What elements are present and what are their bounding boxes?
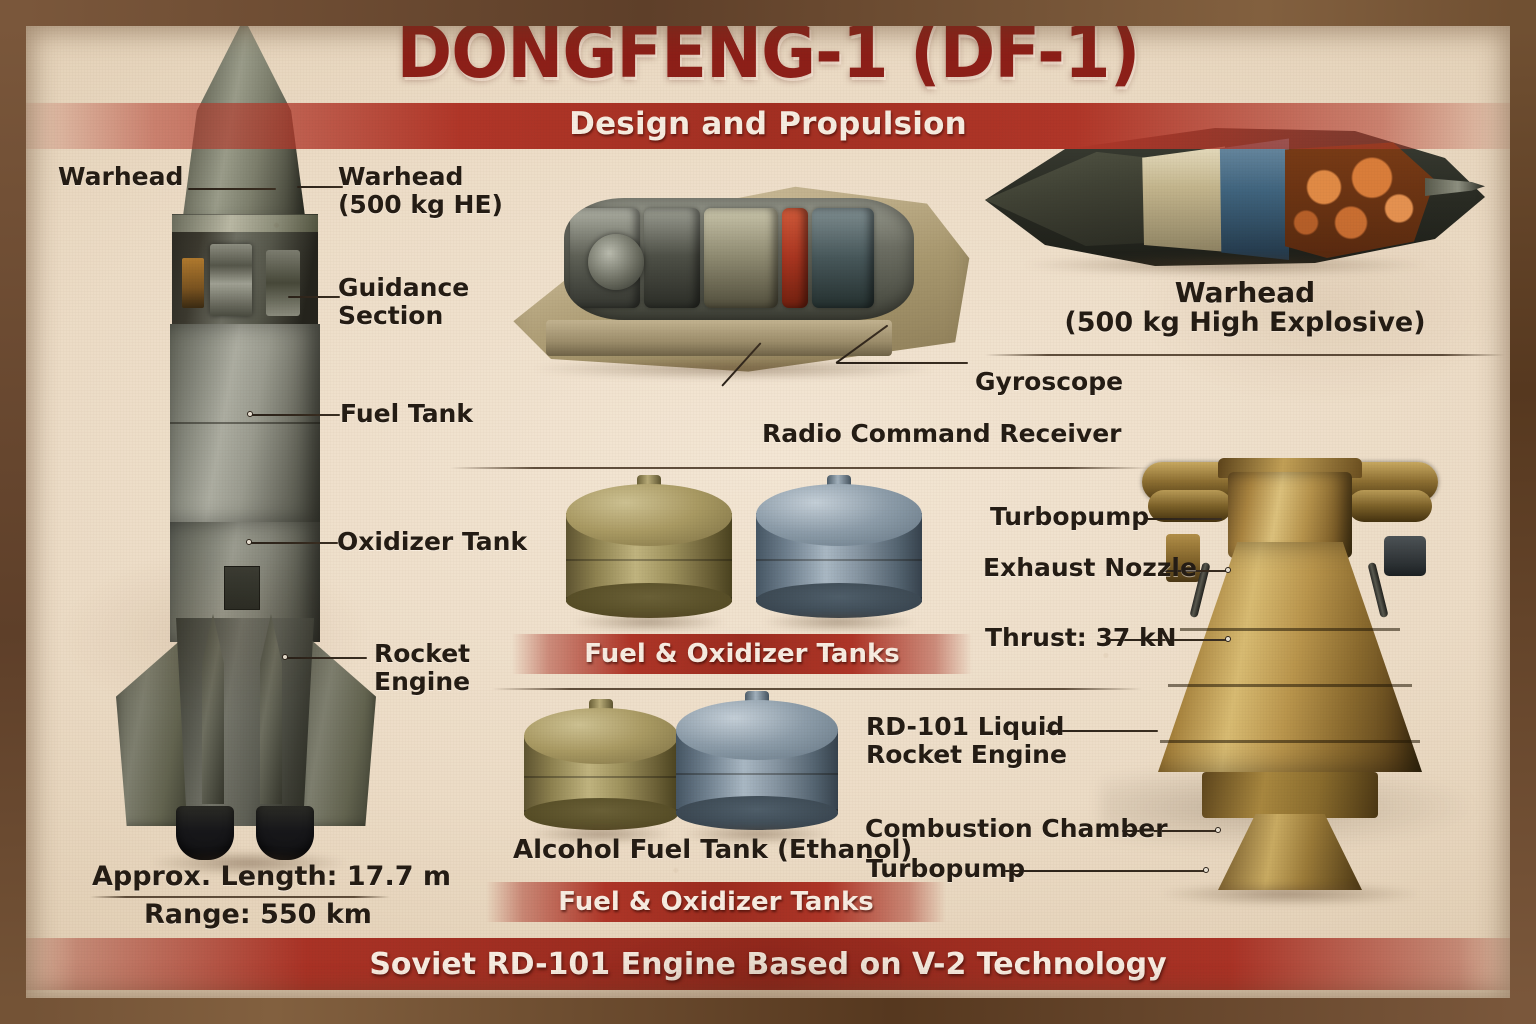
guidance-drum-red [782, 208, 808, 308]
guidance-drum-2 [644, 208, 700, 308]
leader-warhead-left [188, 188, 276, 190]
divider-lower-tanks [492, 688, 1142, 690]
banner-fuel-oxidizer-upper: Fuel & Oxidizer Tanks [512, 634, 972, 674]
guidance-bay-component [266, 250, 300, 316]
rocket-seam [170, 422, 320, 424]
leader-dot-exhaust-nozzle [1225, 567, 1231, 573]
tank-upper-fuel [566, 475, 732, 632]
guidance-section-cutaway-illustration [504, 170, 974, 380]
label-warhead-detail: Warhead (500 kg HE) [338, 162, 503, 219]
label-turbopump-top: Turbopump [990, 502, 1150, 531]
rocket-nose-ring [172, 214, 318, 234]
leader-warhead-right [297, 186, 343, 188]
label-rocket-engine: Rocket Engine [374, 639, 471, 696]
label-warhead-cutaway-subtitle: (500 kg High Explosive) [1064, 307, 1426, 338]
label-gyroscope: Gyroscope [975, 367, 1124, 396]
tank-rib [756, 559, 922, 562]
spec-range: Range: 550 km [144, 899, 372, 930]
leader-rocket-engine [285, 657, 367, 659]
leader-oxidizer-tank [250, 542, 338, 544]
gyroscope-wheel [588, 234, 644, 290]
leader-dot-thrust [1225, 636, 1231, 642]
tank-dome [756, 484, 922, 546]
label-thrust: Thrust: 37 kN [985, 623, 1177, 652]
leader-guidance [288, 296, 340, 298]
spec-divider [90, 896, 390, 898]
leader-turbopump-top [1146, 518, 1222, 520]
leader-turbopump-bottom [1004, 870, 1206, 872]
label-warhead-left: Warhead [58, 162, 184, 191]
banner-fuel-oxidizer-lower: Fuel & Oxidizer Tanks [486, 882, 946, 922]
tank-rib [676, 772, 838, 775]
label-rd101-engine: RD-101 Liquid Rocket Engine [866, 712, 1067, 769]
divider-upper-tanks [450, 467, 1150, 469]
tank-shadow [762, 612, 916, 632]
divider-warhead-section [985, 354, 1505, 356]
engine-bell-ring [1168, 684, 1412, 687]
warhead-tan-band [1142, 146, 1225, 252]
tank-shadow [572, 612, 726, 632]
warhead-nose-tip [985, 151, 1165, 246]
label-radio-command-receiver: Radio Command Receiver [762, 419, 1122, 448]
label-oxidizer-tank: Oxidizer Tank [337, 527, 528, 556]
label-alcohol-fuel-tank: Alcohol Fuel Tank (Ethanol) [513, 835, 913, 865]
tank-rib [566, 559, 732, 562]
warhead-blue-band [1219, 138, 1289, 260]
rocket-guidance-bay-cutaway [172, 232, 318, 326]
guidance-mounting-base [546, 320, 892, 356]
tank-upper-oxidizer [756, 475, 922, 632]
rocket-access-hatch [224, 566, 260, 610]
label-warhead-cutaway-title: Warhead [1174, 276, 1316, 309]
leader-dot-turbopump-bottom [1203, 867, 1209, 873]
tank-rib [524, 776, 678, 779]
spec-length: Approx. Length: 17.7 m [92, 861, 452, 892]
engine-control-box [1384, 536, 1426, 576]
guidance-drum-5 [812, 208, 874, 308]
footer-banner: Soviet RD-101 Engine Based on V-2 Techno… [0, 938, 1536, 990]
engine-bell-ring [1160, 740, 1420, 743]
label-turbopump-bottom: Turbopump [866, 854, 1026, 883]
engine-turbopump-right-lower [1348, 490, 1432, 522]
leader-dot-fuel-tank [247, 411, 253, 417]
rocket-tail-section [176, 618, 314, 826]
page-title: DONGFENG-1 (DF-1) [396, 10, 1141, 94]
leader-gyroscope [836, 362, 968, 364]
tank-lower-alcohol-fuel [524, 699, 678, 844]
label-combustion-chamber: Combustion Chamber [865, 814, 1168, 843]
tank-dome [676, 700, 838, 760]
tank-dome [566, 484, 732, 546]
page-subtitle: Design and Propulsion [569, 106, 967, 142]
leader-dot-rocket-engine [282, 654, 288, 660]
tank-dome [524, 708, 678, 765]
leader-dot-oxidizer-tank [246, 539, 252, 545]
label-exhaust-nozzle: Exhaust Nozzle [983, 553, 1197, 582]
guidance-drum-3 [704, 208, 778, 308]
label-fuel-tank: Fuel Tank [340, 399, 473, 428]
label-guidance-section: Guidance Section [338, 273, 470, 330]
warhead-shadow [1025, 254, 1425, 276]
leader-fuel-tank [250, 414, 340, 416]
leader-dot-combustion-chamber [1215, 827, 1221, 833]
engine-bell-ring [1180, 628, 1400, 631]
engine-lower-skirt [1202, 772, 1378, 818]
engine-shadow [1160, 882, 1420, 906]
tank-lower-oxidizer [676, 691, 838, 844]
